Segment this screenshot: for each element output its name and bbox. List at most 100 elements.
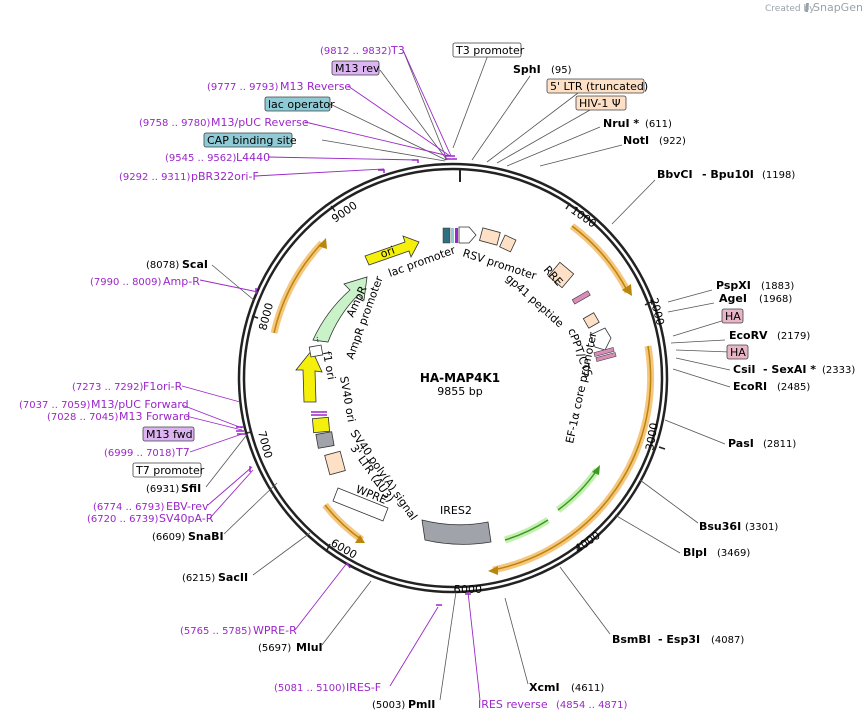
backbone-inner: [242, 167, 664, 589]
primer-m13puc-forward: M13/pUC Forward: [91, 398, 189, 411]
enzyme-blpi: BlpI: [683, 546, 707, 559]
enzyme-csii-pos: (2333): [822, 365, 855, 376]
rre-shape: [547, 261, 575, 289]
ires2-shape: [421, 519, 492, 545]
enzyme-pmli: PmlI: [408, 698, 435, 711]
enzyme-sfii: SfiI: [181, 482, 201, 495]
ampr-shape: [312, 276, 368, 343]
enzyme-sphi-pos: (95): [551, 65, 572, 76]
plasmid-name: HA-MAP4K1: [420, 371, 500, 385]
primer-m13-reverse: M13 Reverse: [280, 80, 351, 93]
lac-operator-label: lac operator: [268, 98, 335, 111]
enzyme-bsmbi: BsmBI: [612, 633, 651, 646]
primer-ebv-rev: EBV-rev: [166, 500, 209, 513]
orf-highlights: [270, 223, 655, 574]
enzyme-noti: NotI: [623, 134, 649, 147]
enzyme-nrui-pos: (611): [645, 119, 672, 130]
enzyme-bbvci-pos: (1198): [762, 170, 795, 181]
primer-labels: (9812 .. 9832) T3 (9777 .. 9793) M13 Rev…: [19, 44, 628, 711]
sv40-polya-shape: [315, 431, 335, 449]
enzyme-csii: CsiI: [733, 363, 755, 376]
primer-sv40pa-range: (6720 .. 6739): [87, 514, 159, 525]
orf-arc-2-line: [492, 345, 652, 571]
enzyme-agei: AgeI: [719, 292, 747, 305]
enzyme-nrui: NruI *: [603, 117, 639, 130]
orf-arc-3-line: [273, 242, 323, 334]
sv40-ori-label: SV40 ori: [337, 375, 358, 423]
f1-ori-shape: [295, 349, 323, 403]
green-orf-arc-2: [555, 467, 600, 513]
boxed-labels: T3 promoter M13 rev lac operator CAP bin…: [132, 42, 749, 478]
rsv-promoter-label: RSV promoter: [461, 246, 538, 282]
enzyme-bsmbi-pos: (4087): [711, 635, 744, 646]
leader-lines: [205, 49, 731, 701]
enzyme-snabi-pos: (6609): [152, 532, 185, 543]
enzyme-sacii: SacII: [218, 571, 248, 584]
lac-promoter-shape: [458, 226, 477, 244]
primer-m13puc-reverse-range: (9758 .. 9780): [139, 118, 211, 129]
primer-ebv-rev-range: (6774 .. 6793): [93, 502, 165, 513]
primer-wpre-r-range: (5765 .. 5785): [180, 626, 252, 637]
enzyme-labels: SphI (95) NruI * (611) NotI (922) BbvCI …: [146, 63, 855, 711]
m13-fwd-label: M13 fwd: [146, 428, 193, 441]
snapgene-logo-icon: [805, 3, 809, 12]
wpre-orf-arrowhead: [355, 535, 365, 543]
enzyme-blpi-pos: (3469): [717, 548, 750, 559]
hiv-psi-label: HIV-1 Ψ: [579, 97, 621, 110]
enzyme-xcmi-pos: (4611): [571, 683, 604, 694]
enzyme-mlui: MluI: [296, 641, 323, 654]
cap-site-bar: [442, 227, 451, 244]
enzyme-ecorv: EcoRV: [729, 329, 768, 342]
sv40-ori-shape: [311, 416, 331, 434]
primer-ampr-range: (7990 .. 8009): [90, 277, 162, 288]
hiv-psi-shape: [499, 234, 517, 253]
primer-ires-f-range: (5081 .. 5100): [274, 683, 346, 694]
primer-m13-forward-range: (7028 .. 7045): [47, 412, 119, 423]
ori-label: ori: [379, 244, 397, 261]
primer-m13-reverse-range: (9777 .. 9793): [207, 82, 279, 93]
cppt-shape: [582, 312, 600, 329]
ef1a-promoter-shape: [589, 327, 612, 351]
primer-ires-reverse: IRES reverse: [478, 698, 548, 711]
primer-m13puc-reverse: M13/pUC Reverse: [211, 116, 309, 129]
enzyme-sacii-pos: (6215): [182, 573, 215, 584]
enzyme-bpu10i: - Bpu10I: [702, 168, 754, 181]
enzyme-sexai: - SexAI *: [763, 363, 816, 376]
enzyme-pmli-pos: (5003): [372, 700, 405, 711]
primer-ampr: Amp-R: [163, 275, 200, 288]
wpre-shape: [332, 487, 389, 522]
primer-sv40pa: SV40pA-R: [159, 512, 214, 525]
primer-marks: [236, 155, 471, 606]
ori-shape: [364, 235, 420, 266]
tick-6000: 6000: [329, 536, 360, 561]
primer-m13puc-forward-range: (7037 .. 7059): [19, 400, 91, 411]
ltr5-label: 5' LTR (truncated): [550, 80, 648, 93]
green-orf-line: [504, 519, 549, 541]
enzyme-pasi: PasI: [728, 437, 754, 450]
green-orf-arc: [503, 517, 550, 544]
enzyme-esp3i: - Esp3I: [658, 633, 700, 646]
tick-9000: 9000: [329, 199, 359, 226]
enzyme-snabi: SnaBI: [188, 530, 224, 543]
primer-t3-range: (9812 .. 9832): [320, 46, 392, 57]
primer-f1ori-range: (7273 .. 7292): [72, 382, 144, 393]
primer-wpre-r: WPRE-R: [253, 624, 297, 637]
t3-promoter-label: T3 promoter: [455, 44, 525, 57]
orf-arc-1-line: [571, 225, 629, 293]
enzyme-sfii-pos: (6931): [146, 484, 179, 495]
f1-ori-label: f1 ori: [320, 350, 338, 381]
green-orf-arrowhead: [592, 465, 600, 475]
enzyme-sphi: SphI: [513, 63, 541, 76]
enzyme-noti-pos: (922): [659, 136, 686, 147]
enzyme-pspxi-pos: (1883): [761, 281, 794, 292]
cap-binding-label: CAP binding site: [207, 134, 297, 147]
enzyme-ecori: EcoRI: [733, 380, 767, 393]
primer-l4440: L4440: [236, 151, 270, 164]
enzyme-ecorv-pos: (2179): [777, 331, 810, 342]
rsv-promoter-shape: [479, 227, 501, 246]
enzyme-scai: ScaI: [182, 258, 208, 271]
credit-brand: SnapGene: [813, 1, 863, 14]
primer-t3: T3: [390, 44, 405, 57]
backbone-outer: [237, 162, 669, 594]
